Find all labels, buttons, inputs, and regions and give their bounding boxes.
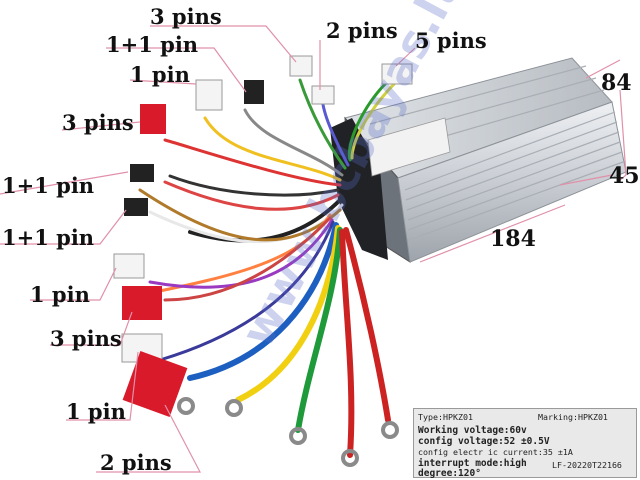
label-3-pins-red: 3 pins [62, 110, 134, 135]
label-3-pins-low: 3 pins [50, 326, 122, 351]
label-2-pins-low: 2 pins [100, 450, 172, 475]
label-5-pins: 5 pins [415, 28, 487, 53]
label-3-pins-top: 3 pins [150, 4, 222, 29]
controller-body [330, 57, 627, 264]
nameplate-degree: degree:120° [418, 468, 481, 479]
ring-terminals [177, 397, 399, 467]
nameplate-interrupt-mode: interrupt mode:high [418, 458, 527, 469]
label-1plus1-pin-mid: 1+1 pin [2, 173, 95, 198]
label-1-pin-low: 1 pin [66, 399, 126, 424]
dimension-length: 184 [490, 226, 536, 252]
nameplate-type: Type:HPKZ01 [418, 412, 473, 422]
label-1-pin-top: 1 pin [130, 62, 190, 87]
wire-bundle [138, 76, 398, 458]
label-2-pins-top: 2 pins [326, 18, 398, 43]
label-1plus1-pin-top: 1+1 pin [106, 32, 199, 57]
nameplate-working-voltage: Working voltage:60v [418, 425, 527, 436]
controller-nameplate: Type:HPKZ01 Marking:HPKZ01 Working volta… [413, 408, 637, 478]
nameplate-marking: Marking:HPKZ01 [538, 412, 608, 422]
dimension-depth: 45 [609, 163, 640, 189]
connectors [113, 55, 413, 417]
label-1-pin-mid: 1 pin [30, 282, 90, 307]
annotation-lines [0, 25, 627, 473]
nameplate-config-voltage: config voltage:52 ±0.5V [418, 436, 550, 447]
dimension-height: 84 [601, 70, 632, 96]
label-1plus1-pin-low: 1+1 pin [2, 225, 95, 250]
nameplate-config-current: config electr ic current:35 ±1A [418, 447, 573, 457]
nameplate-serial: LF-20220T22166 [552, 460, 622, 470]
